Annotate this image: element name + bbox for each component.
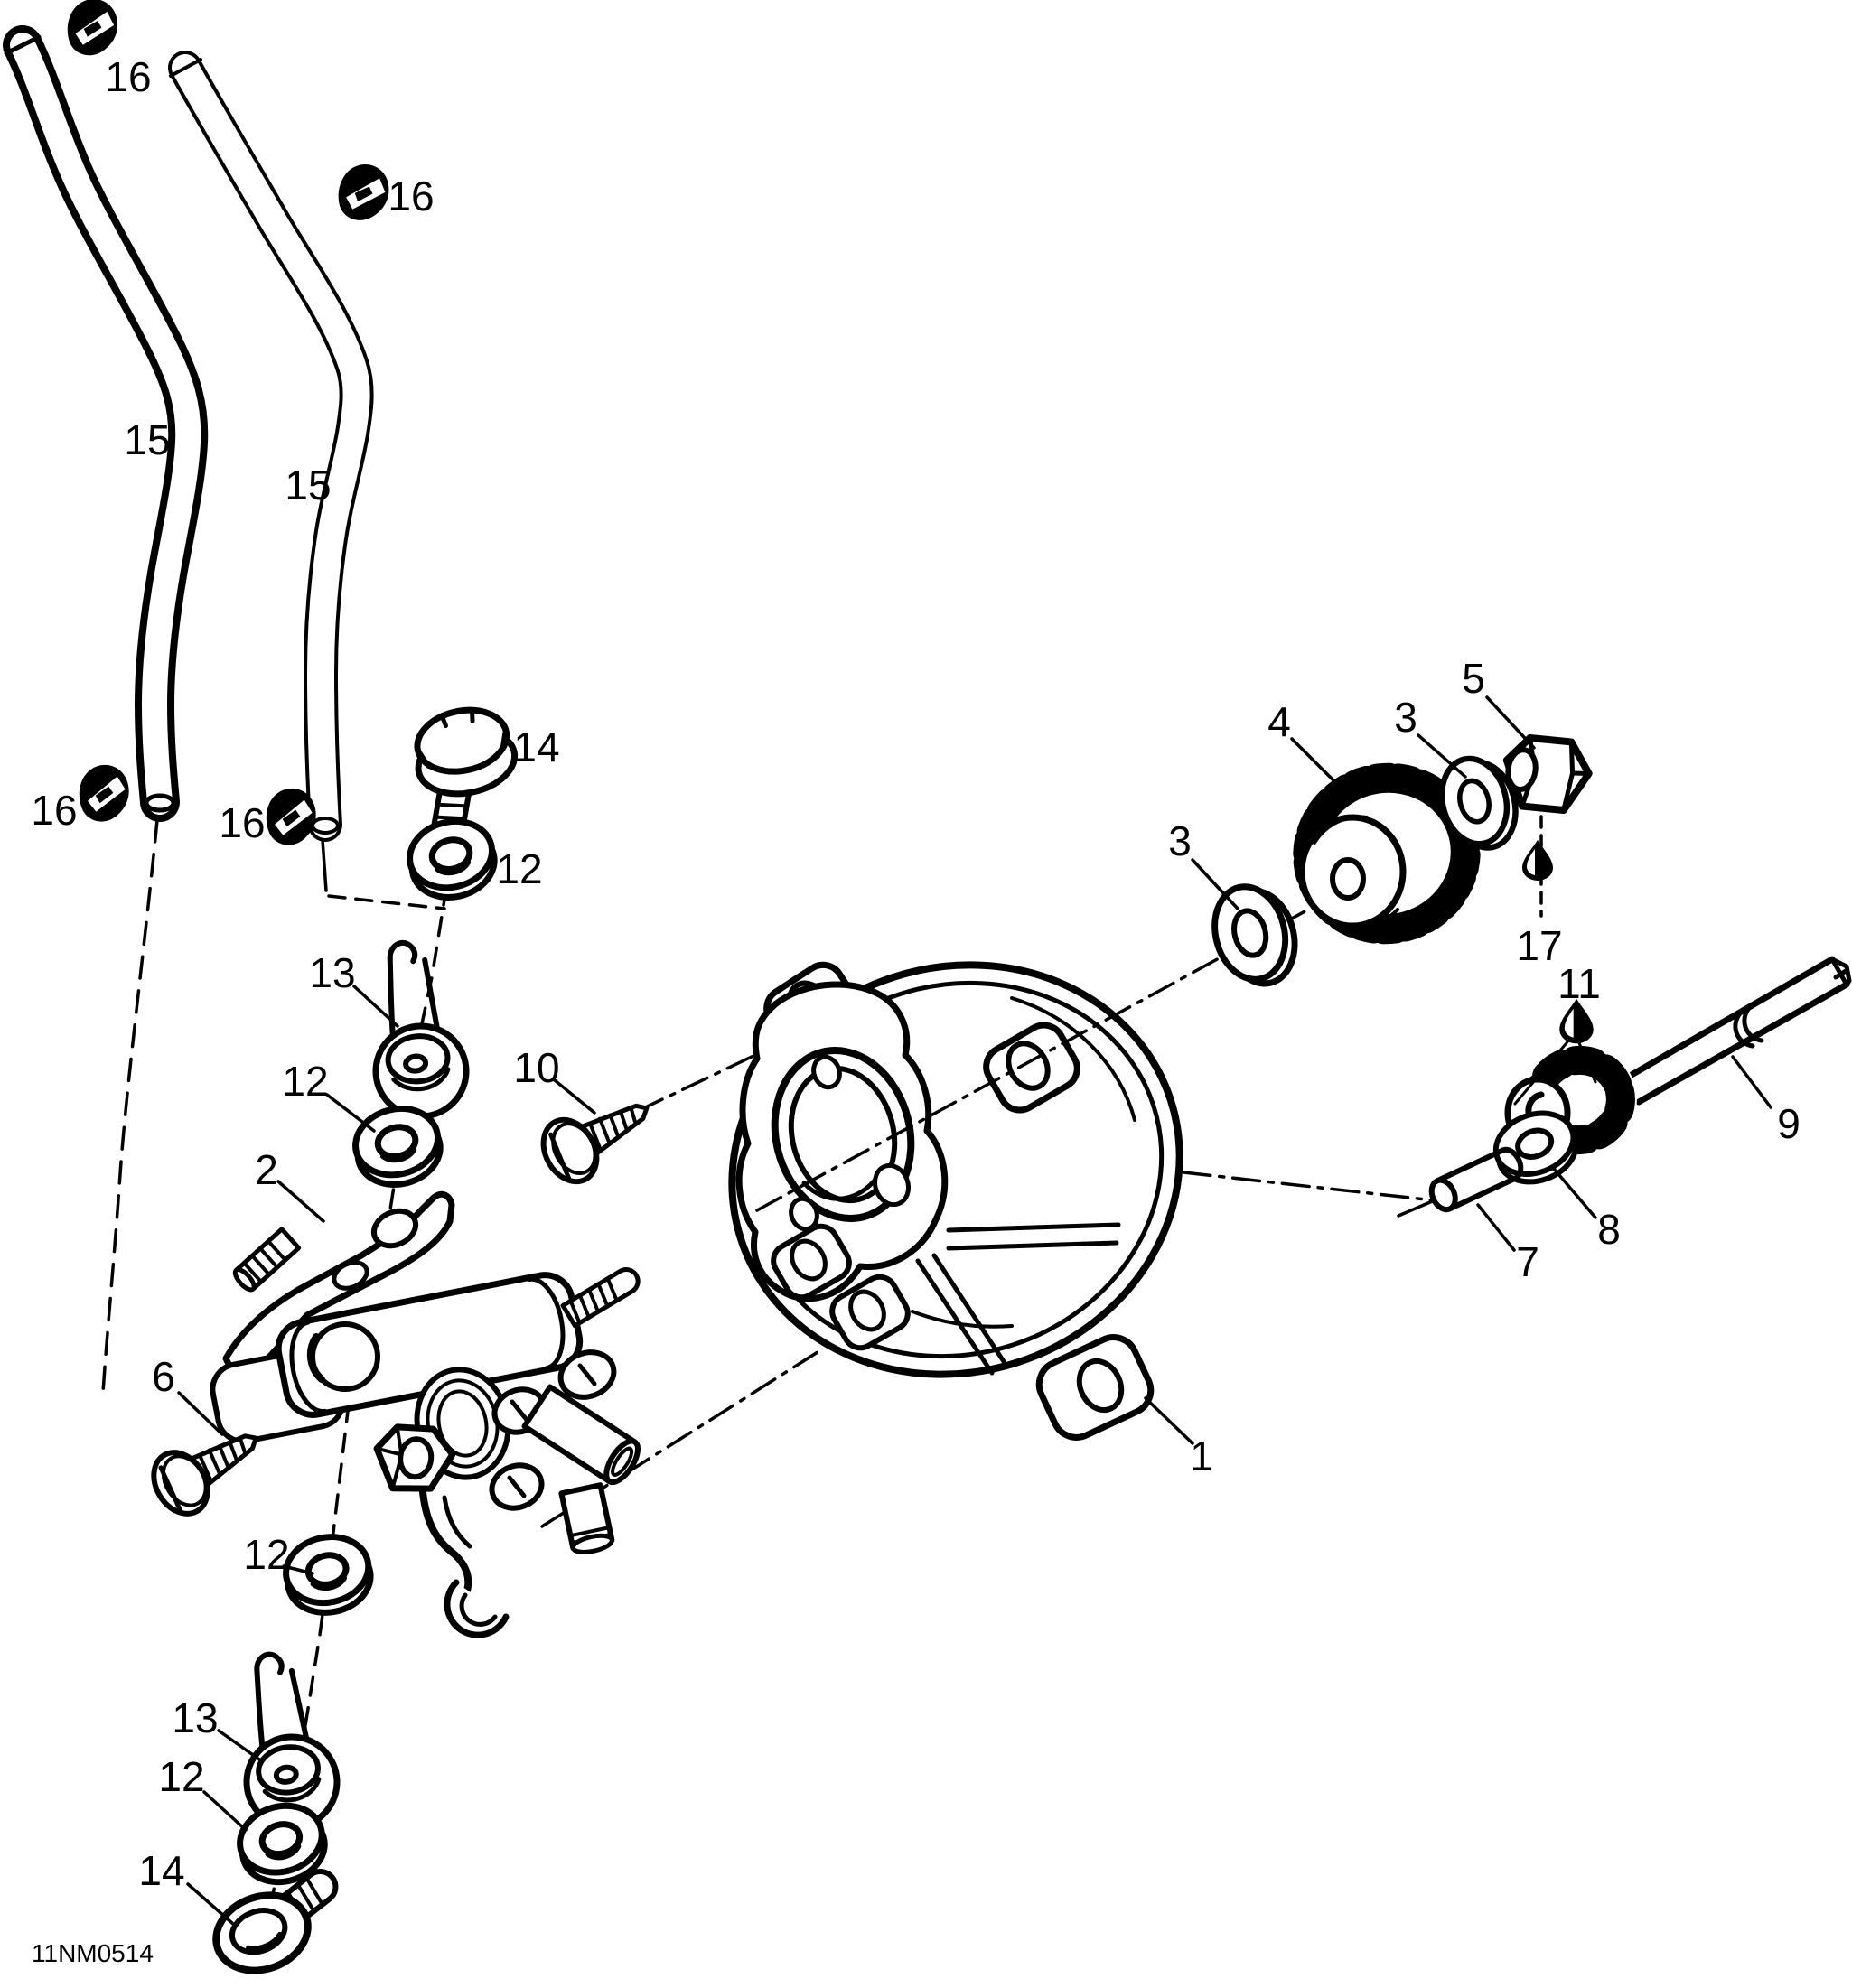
callout-bolt-lower: 14: [138, 1847, 184, 1894]
washer-upper-1: [403, 813, 501, 906]
callout-clamp-top-left: 16: [105, 53, 151, 100]
callout-bolt-upper: 14: [513, 723, 559, 770]
callout-washer-lower-2: 12: [158, 1753, 204, 1800]
oil-hose-left: [3, 25, 209, 822]
cover-tab-top-right: [983, 1022, 1080, 1114]
callout-clamp-top-right: 16: [388, 173, 434, 219]
pump-banjo-nut: [373, 1423, 456, 1492]
callout-washer-shaft: 8: [1597, 1206, 1621, 1253]
pump-inlet-nipple: [558, 1482, 615, 1554]
oil-drop-nut-icon: [1522, 840, 1553, 881]
gear-axis-line: [755, 761, 1578, 1212]
clamp-mid-left: [74, 761, 134, 826]
callout-nut: 5: [1462, 655, 1485, 702]
cover-spokes: [911, 996, 1136, 1376]
callout-clamp-mid-left: 16: [31, 787, 77, 834]
callout-labels: 16 16 15 15 16 16 14 12 13 12 2 10 6 12 …: [31, 53, 1800, 1967]
callout-oil-drop-nut: 17: [1516, 922, 1562, 969]
pump-hose-barb: [232, 1227, 302, 1293]
callout-hose-left: 15: [124, 416, 170, 463]
oil-pump-assembly: [210, 1190, 641, 1638]
cover-tab-bottom-right: [1035, 1334, 1155, 1441]
callout-washer-upper-1: 12: [496, 845, 542, 892]
hex-nut: [1502, 734, 1593, 814]
pump-outlet-nipple: [521, 1384, 641, 1486]
callout-leaders: [177, 695, 1772, 1926]
clamp-top-right: [330, 157, 397, 229]
callout-drive-gear: 4: [1267, 698, 1291, 745]
drawing-code: 11NM0514: [32, 1939, 154, 1967]
washer-lower-1: [280, 1529, 377, 1619]
callout-screw-cover: 10: [513, 1044, 559, 1091]
dowel-pin: [1397, 1146, 1524, 1218]
callout-hose-right: 15: [285, 462, 331, 509]
callout-oil-pump: 2: [255, 1146, 278, 1193]
clamp-top-left: [61, 0, 124, 61]
pump-cover: [728, 961, 1183, 1441]
cover-ear-bottom-left-2: [829, 1274, 911, 1351]
pump-shaft: [1628, 956, 1852, 1106]
callout-washer-gear-left: 3: [1168, 817, 1192, 864]
callout-pump-cover: 1: [1190, 1433, 1213, 1479]
callout-washer-lower-1: 12: [243, 1531, 289, 1578]
callout-clamp-mid-right: 16: [219, 799, 265, 846]
pump-stud: [560, 1267, 641, 1329]
pump-lever-clevis: [444, 1579, 510, 1638]
callout-shaft: 9: [1777, 1100, 1801, 1147]
bolt-upper: [414, 706, 519, 846]
callout-screw-pump: 6: [152, 1353, 175, 1400]
screw-cover: [533, 1079, 662, 1190]
washer-gear-left: [1205, 877, 1304, 993]
callout-damper-upper: 13: [309, 949, 355, 996]
cover-ear-bottom-left-1: [771, 1223, 852, 1301]
callout-damper-lower: 13: [172, 1694, 218, 1741]
callout-washer-gear-right: 3: [1394, 694, 1417, 741]
callout-oil-drop-impeller: 11: [1557, 960, 1601, 1007]
oil-drop-impeller-leaders: [1513, 1037, 1597, 1106]
callout-pin: 7: [1516, 1238, 1539, 1285]
pump-lever: [419, 1489, 472, 1597]
drive-gear: [1291, 761, 1483, 947]
callout-washer-upper-2: 12: [282, 1058, 328, 1105]
damper-upper: [362, 938, 471, 1121]
bolt-lower: [212, 1869, 339, 1974]
